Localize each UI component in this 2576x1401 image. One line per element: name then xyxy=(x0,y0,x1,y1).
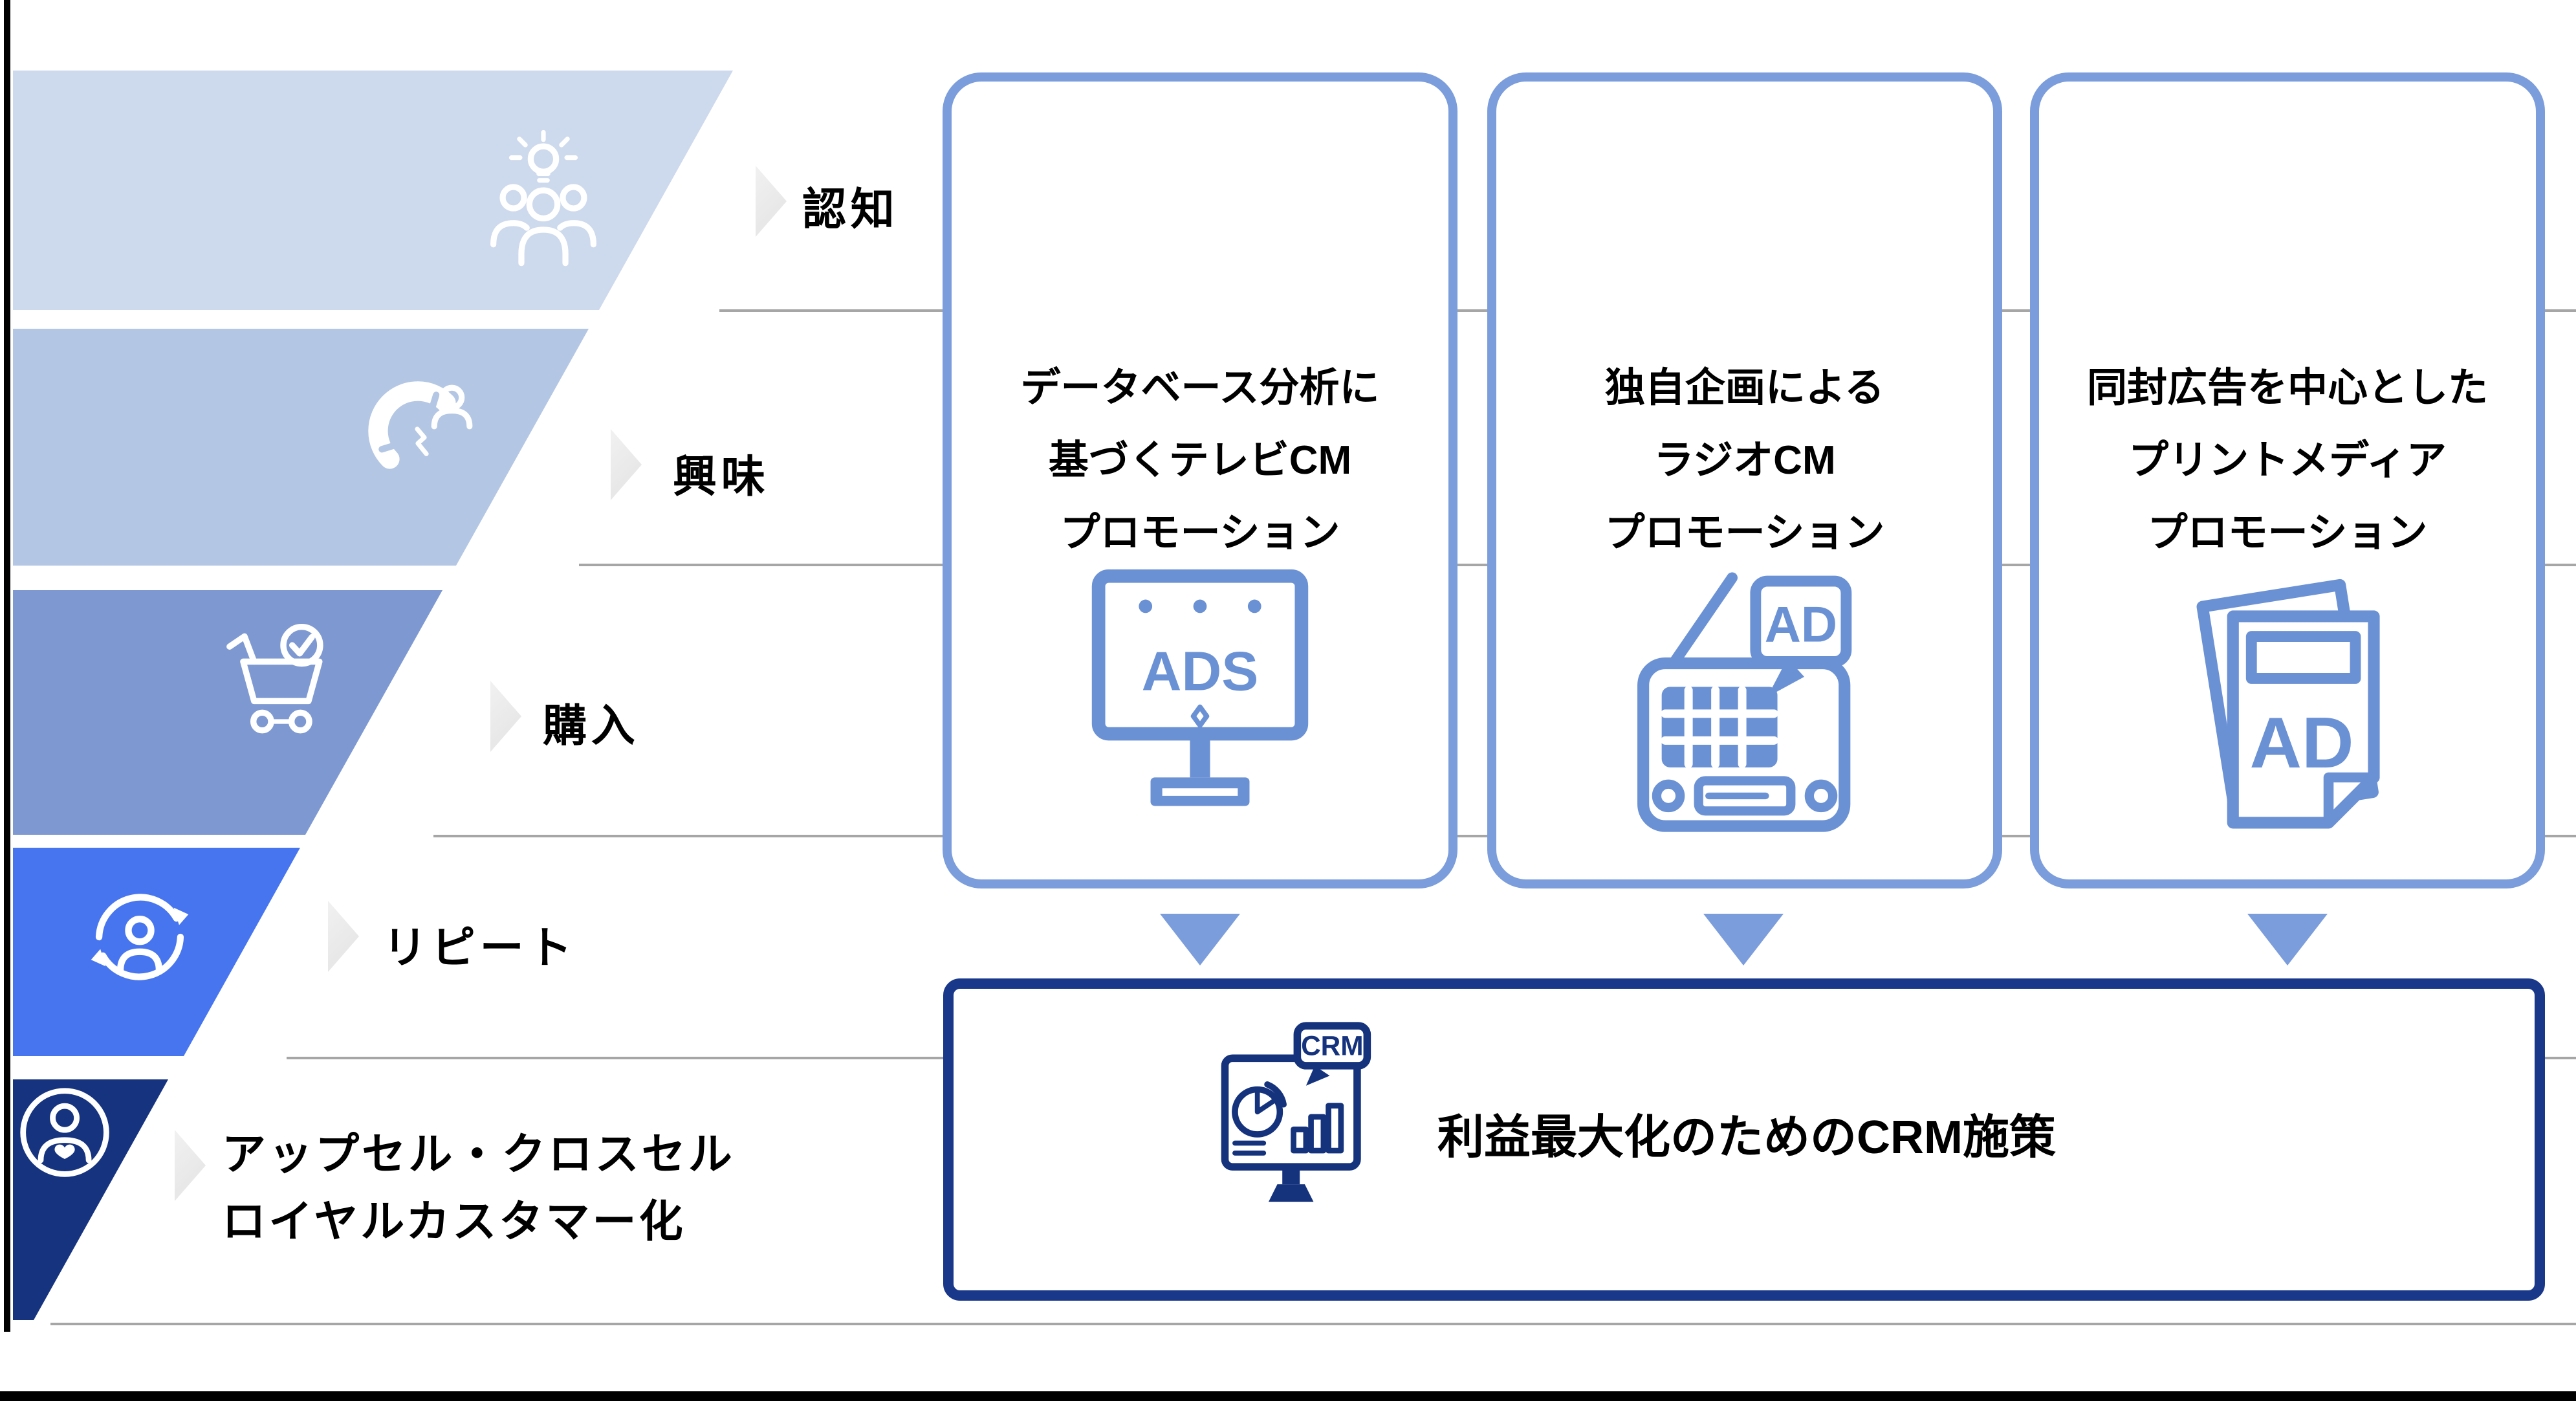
promo-card-print-title-line1: 同封広告を中心とした xyxy=(2086,366,2488,410)
print-ad-icon: AD xyxy=(2174,560,2401,845)
stage-arrow-interest xyxy=(611,429,642,500)
stage-label-upsell: アップセル・クロスセル ロイヤルカスタマー化 xyxy=(222,1121,735,1255)
repeat-customer-icon xyxy=(76,868,203,1004)
down-arrow-radio-to-crm xyxy=(1703,914,1784,965)
promo-card-tv-title-line3: プロモーション xyxy=(1060,511,1340,555)
promo-card-radio-title-line3: プロモーション xyxy=(1604,511,1885,555)
print-ad-icon-text: AD xyxy=(2250,702,2354,783)
stage-arrow-awareness xyxy=(756,166,787,237)
stage-arrow-upsell xyxy=(175,1130,206,1201)
tv-ads-icon: ADS xyxy=(1087,560,1313,845)
down-arrow-print-to-crm xyxy=(2247,914,2328,965)
left-frame-line xyxy=(4,0,10,1332)
promo-card-radio-title-line1: 独自企画による xyxy=(1604,366,1885,410)
radio-ad-icon: AD xyxy=(1632,560,1858,845)
crm-box-label: 利益最大化のためのCRM施策 xyxy=(1437,1112,2056,1164)
radio-ad-icon-text: AD xyxy=(1765,597,1837,652)
funnel-stage-interest xyxy=(13,329,589,566)
funnel-stage-awareness xyxy=(13,71,733,310)
awareness-group-idea-icon xyxy=(480,129,607,286)
loyal-customer-icon xyxy=(16,1082,116,1186)
promo-card-print-title: 同封広告を中心とした プリントメディア プロモーション xyxy=(2058,352,2516,569)
promo-card-radio: 独自企画による ラジオCM プロモーション AD xyxy=(1487,72,2002,888)
stage-arrow-repeat xyxy=(328,901,359,972)
crm-dashboard-icon: CRM xyxy=(1216,1019,1391,1213)
crm-dashboard-icon-text: CRM xyxy=(1301,1031,1364,1061)
stage-label-purchase: 購入 xyxy=(543,701,640,751)
stage-label-interest: 興味 xyxy=(673,452,770,502)
stage-arrow-purchase xyxy=(490,681,521,752)
magnet-attract-icon xyxy=(362,366,480,503)
promo-card-tv-title-line2: 基づくテレビCM xyxy=(1048,438,1352,483)
promo-card-tv-title-line1: データベース分析に xyxy=(1020,366,1380,410)
promo-card-tv-title: データベース分析に 基づくテレビCM プロモーション xyxy=(971,352,1429,569)
bottom-frame-line xyxy=(0,1391,2576,1401)
cart-check-icon xyxy=(219,616,348,749)
promo-card-print: 同封広告を中心とした プリントメディア プロモーション AD xyxy=(2030,72,2545,888)
down-arrow-tv-to-crm xyxy=(1160,914,1240,965)
stage-label-awareness: 認知 xyxy=(802,185,899,234)
promo-card-radio-title: 独自企画による ラジオCM プロモーション xyxy=(1516,352,1974,569)
promo-card-print-title-line2: プリントメディア xyxy=(2128,438,2447,483)
promo-card-print-title-line3: プロモーション xyxy=(2147,511,2428,555)
promo-card-tv: データベース分析に 基づくテレビCM プロモーション ADS xyxy=(943,72,1457,888)
stage-label-upsell-line1: アップセル・クロスセル xyxy=(222,1130,735,1179)
stage-label-upsell-line2: ロイヤルカスタマー化 xyxy=(222,1197,686,1246)
stage-label-repeat: リピート xyxy=(383,923,577,973)
tv-ads-icon-text: ADS xyxy=(1142,641,1259,703)
promo-card-radio-title-line2: ラジオCM xyxy=(1654,438,1836,483)
guide-line-upsell xyxy=(50,1323,2576,1325)
crm-measures-box xyxy=(943,978,2545,1301)
